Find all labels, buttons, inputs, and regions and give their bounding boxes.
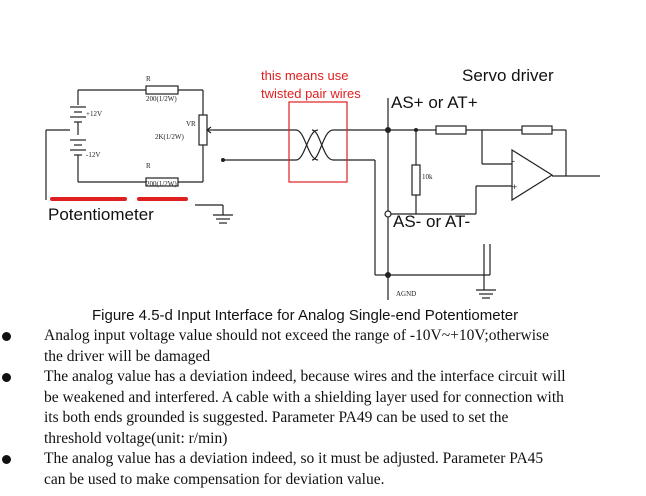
r-bottom-value: 200(1/2W) [146, 180, 177, 188]
as-plus-label: AS+ or AT+ [391, 93, 478, 112]
annotation-line-1: this means use [261, 68, 349, 83]
bullet-line: The analog value has a deviation indeed,… [44, 450, 544, 467]
bullet-line: be weakened and interfered. A cable with… [44, 388, 564, 406]
annotation-line-2: twisted pair wires [261, 86, 361, 101]
vr-value: 2K(1/2W) [155, 133, 184, 141]
bullet-line: Analog input voltage value should not ex… [44, 327, 549, 344]
opamp-plus-sign: + [512, 182, 517, 192]
bullet-item: Analog input voltage value should not ex… [0, 326, 644, 367]
servo-driver-label: Servo driver [462, 66, 554, 85]
bullet-line: its both ends grounded is suggested. Par… [44, 409, 509, 426]
bullet-item: The analog value has a deviation indeed,… [0, 449, 644, 490]
bullet-line: the driver will be damaged [44, 347, 211, 365]
bullet-item: The analog value has a deviation indeed,… [0, 367, 644, 449]
r10k-label: 10k [422, 173, 433, 181]
bullet-line: threshold voltage(unit: r/min) [44, 429, 228, 447]
v-top-label: +12V [86, 110, 103, 118]
r-top-label: R [146, 75, 151, 83]
v-bottom-label: -12V [86, 151, 101, 159]
bullet-line: The analog value has a deviation indeed,… [44, 368, 566, 385]
bullet-dot [2, 373, 11, 382]
bullet-line: can be used to make compensation for dev… [44, 470, 385, 488]
circuit-diagram: - + this means use twisted pair wires Se… [45, 66, 600, 300]
bullet-dot [2, 455, 11, 464]
circuit-schematic: - + [45, 85, 600, 300]
annotation-box [288, 101, 348, 183]
as-minus-label: AS- or AT- [393, 212, 471, 231]
potentiometer-label: Potentiometer [48, 205, 154, 224]
bullet-dot [2, 332, 11, 341]
r-bottom-label: R [146, 162, 151, 170]
vr-label: VR [186, 120, 196, 128]
opamp-minus-sign: - [512, 156, 515, 166]
agnd-label: AGND [396, 290, 417, 298]
r-top-value: 200(1/2W) [146, 95, 177, 103]
figure-caption: Figure 4.5-d Input Interface for Analog … [92, 307, 519, 324]
bullet-list: Analog input voltage value should not ex… [0, 326, 646, 490]
